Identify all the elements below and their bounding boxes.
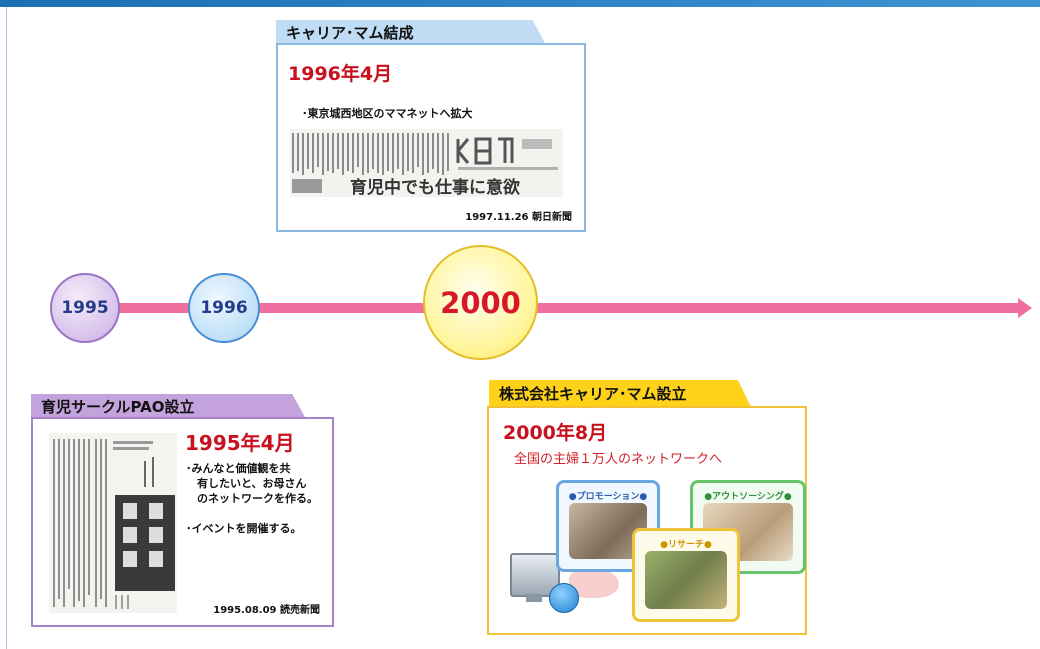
timeline-bar: [70, 303, 1020, 313]
event-1995-line: ･みんなと価値観を共: [186, 462, 291, 475]
event-1996-source: 1997.11.26 朝日新聞: [465, 212, 572, 223]
outsourcing-label: ●アウトソーシング●: [704, 492, 792, 502]
year-1996-marker: 1996: [188, 273, 260, 343]
timeline-arrow-icon: [1018, 298, 1032, 318]
newspaper-clipping-1996: 育児中でも仕事に意欲: [290, 129, 563, 197]
promotion-label: ●プロモーション●: [568, 492, 648, 502]
event-1996-tab: キャリア･マム結成: [276, 20, 546, 45]
research-label: ●リサーチ●: [660, 540, 712, 550]
top-bar: [0, 0, 1040, 7]
event-1995-line: ･イベントを開催する。: [186, 522, 302, 535]
newspaper-clipping-1996-image: [292, 133, 558, 193]
newspaper-headline-1996: 育児中でも仕事に意欲: [350, 178, 520, 197]
event-1995-text: ･みんなと価値観を共 有したいと、お母さん のネットワークを作る。 ･イベントを…: [186, 461, 318, 536]
year-2000-marker: 2000: [423, 245, 538, 360]
event-1995-card: 1995年4月 ･みんなと価値観を共 有したいと、お母さん のネットワークを作る…: [31, 417, 334, 627]
newspaper-clipping-1995-image: [53, 439, 175, 609]
event-1995-line: 有したいと、お母さん: [186, 477, 307, 490]
event-2000-text: 全国の主婦１万人のネットワークへ: [514, 452, 723, 467]
left-rule: [6, 7, 7, 649]
newspaper-clipping-1995: [49, 433, 177, 613]
event-1995-tab: 育児サークルPAO設立: [31, 394, 306, 419]
event-2000-card: 2000年8月 全国の主婦１万人のネットワークへ ●プロモーション● ●アウトソ…: [487, 406, 807, 635]
globe-icon: [549, 583, 579, 613]
event-2000-date: 2000年8月: [503, 422, 608, 444]
event-1996-date: 1996年4月: [288, 63, 393, 85]
event-2000-tab: 株式会社キャリア･マム設立: [489, 380, 751, 407]
event-1995-line: [186, 506, 318, 521]
event-1995-source: 1995.08.09 読売新聞: [213, 605, 320, 616]
event-1995-date: 1995年4月: [185, 431, 295, 455]
event-1996-text: ･東京城西地区のママネットへ拡大: [302, 107, 473, 120]
event-1995-line: のネットワークを作る。: [186, 492, 318, 505]
research-photo: [645, 551, 727, 609]
computer-stand-icon: [526, 594, 542, 602]
year-1995-marker: 1995: [50, 273, 120, 343]
research-panel: ●リサーチ●: [632, 528, 740, 622]
event-1996-card: 1996年4月 ･東京城西地区のママネットへ拡大: [276, 43, 586, 232]
